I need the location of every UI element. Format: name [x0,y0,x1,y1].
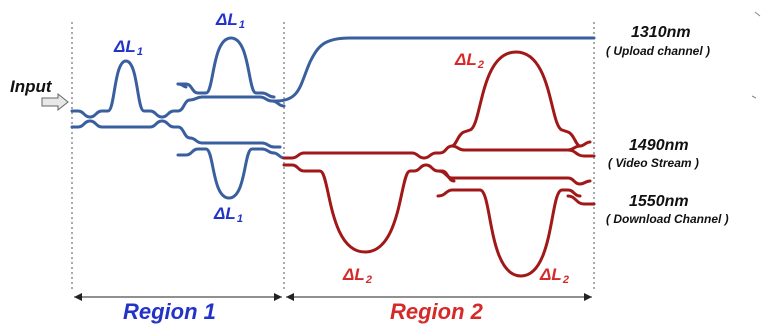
upload-channel-waveguide [274,36,596,103]
output-1310-wavelength: 1310nm [631,24,691,41]
delta-l2-label-bottom-right: ΔL2 [540,265,569,286]
delta-l1-label-top: ΔL1 [216,10,245,31]
download-channel-out [566,194,596,206]
output-1490-wavelength: 1490nm [629,137,689,154]
output-1310-channel: ( Upload channel ) [606,44,711,58]
r2-mzi-lower-top-dead [578,179,592,186]
r1-mzi2-top-input [176,82,188,89]
delta-l2-label-bottom-left: ΔL2 [343,265,372,286]
r1-input-upper [70,109,92,119]
region-1-label: Region 1 [123,299,216,324]
r1-mzi3-out [272,151,286,160]
video-stream-out [566,148,596,158]
r2-c2-upper-out [422,144,454,160]
r1-mzi2-top-arm [176,36,276,99]
r1-mzi3-top-arm [188,136,282,149]
region-2-label: Region 2 [390,299,483,324]
r1-mzi1-upper-arm [88,59,164,119]
upload-channel-path [274,36,596,103]
region-boundaries [71,22,595,290]
output-1550-wavelength: 1550nm [629,193,689,210]
r1-mzi1-lower-arm [88,119,164,129]
output-1490-channel: ( Video Stream ) [608,156,699,170]
region-1-waveguides [70,36,286,200]
input-arrow-icon [41,92,69,112]
delta-l2-label-top: ΔL2 [455,50,484,71]
r2-mzi-upper-dead [578,140,592,148]
r2-mzi-lower-top [436,169,582,186]
region-2-waveguides [282,50,596,278]
output-1550-channel: ( Download Channel ) [606,212,729,226]
r1-input-lower [70,119,92,129]
r1-mzi1-upper-out [160,98,192,119]
r1-mzi1-lower-out [160,119,192,140]
r1-mzi2-out [270,99,286,108]
r2-mzi-upper-bottom [450,144,582,152]
input-label: Input [10,77,52,96]
delta-l1-label-bottom: ΔL1 [214,204,243,225]
r1-mzi3-bottom-arm [176,147,276,200]
edge-ticks [751,11,761,99]
r2-c1-upper [282,151,426,160]
r2-c1-lower [282,163,428,254]
delta-l1-label-upper-left: ΔL1 [114,37,143,58]
r1-mzi2-bottom-arm [188,95,278,103]
r2-mzi-upper-top [450,50,582,148]
r2-mzi-lower-bottom [436,188,582,278]
